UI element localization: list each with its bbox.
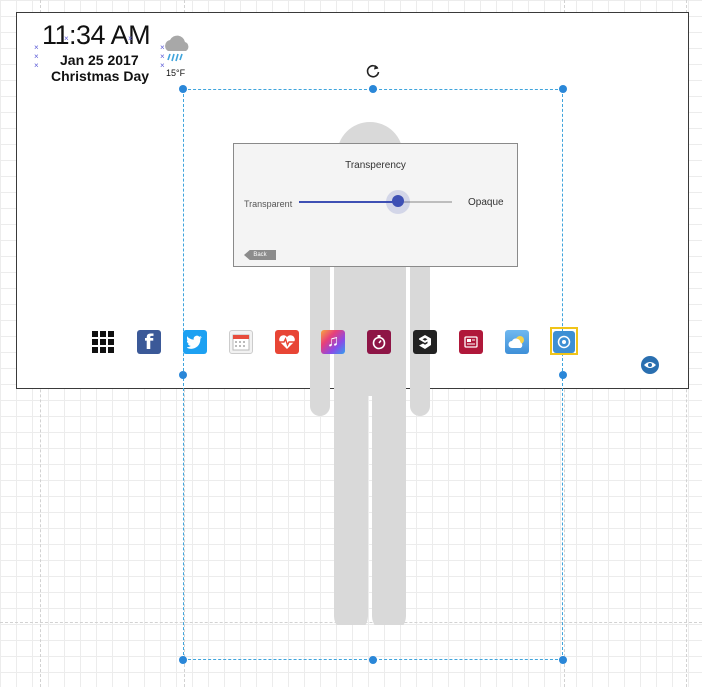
grid-icon — [92, 331, 114, 353]
gear-icon — [553, 331, 575, 353]
resize-handle-top-right[interactable] — [559, 85, 567, 93]
twitter-icon — [183, 330, 207, 354]
resize-handle-right[interactable] — [559, 371, 567, 379]
facebook-icon: f — [137, 330, 161, 354]
clock-date: Jan 25 2017 — [60, 52, 139, 68]
app-health[interactable] — [274, 329, 300, 355]
app-calendar[interactable] — [228, 329, 254, 355]
back-button[interactable]: Back — [244, 250, 276, 260]
slider-max-label: Opaque — [468, 197, 504, 208]
slider-fill — [299, 201, 399, 203]
news-icon — [459, 330, 483, 354]
widget-handle-icon[interactable]: × — [128, 34, 133, 43]
transparency-slider[interactable] — [299, 190, 452, 214]
app-facebook[interactable]: f — [136, 329, 162, 355]
holiday-label: Christmas Day — [51, 68, 150, 84]
eye-icon — [644, 362, 656, 368]
slider-thumb-knob[interactable] — [392, 195, 405, 207]
app-grid[interactable] — [90, 329, 116, 355]
transparency-dialog: Transperency Transparent Opaque Back — [233, 143, 518, 267]
resize-handle-bottom[interactable] — [369, 656, 377, 664]
resize-handle-top-left[interactable] — [179, 85, 187, 93]
widget-handle-icon[interactable]: × — [34, 52, 39, 61]
widget-handle-icon[interactable]: × — [160, 61, 165, 70]
app-weather[interactable] — [504, 329, 530, 355]
resize-handle-bottom-right[interactable] — [559, 656, 567, 664]
heart-pulse-icon — [275, 330, 299, 354]
widget-handle-icon[interactable]: × — [64, 34, 69, 43]
app-9gag[interactable] — [412, 329, 438, 355]
resize-handle-left[interactable] — [179, 371, 187, 379]
resize-handle-bottom-left[interactable] — [179, 656, 187, 664]
widget-handle-icon[interactable]: × — [34, 43, 39, 52]
temperature: 15°F — [166, 68, 186, 78]
app-timer[interactable] — [366, 329, 392, 355]
widget-handle-icon[interactable]: × — [34, 61, 39, 70]
app-news[interactable] — [458, 329, 484, 355]
app-music[interactable]: ♫ — [320, 329, 346, 355]
dialog-title: Transperency — [345, 160, 406, 171]
slider-min-label: Transparent — [244, 199, 293, 209]
visibility-toggle[interactable] — [641, 356, 659, 374]
app-twitter[interactable] — [182, 329, 208, 355]
widget-handle-icon[interactable]: × — [160, 52, 165, 61]
rain-cloud-icon[interactable] — [160, 35, 192, 70]
rotate-icon[interactable] — [365, 63, 381, 84]
app-settings[interactable] — [551, 329, 577, 355]
resize-handle-top[interactable] — [369, 85, 377, 93]
widget-handle-icon[interactable]: × — [160, 43, 165, 52]
music-note-icon: ♫ — [321, 330, 345, 354]
clock-time[interactable]: 11:34 AM — [42, 20, 151, 50]
stopwatch-icon — [367, 330, 391, 354]
weather-icon — [505, 330, 529, 354]
app-selected-highlight — [550, 327, 578, 355]
slider-thumb[interactable] — [386, 190, 411, 214]
nine-icon — [413, 330, 437, 354]
calendar-icon — [229, 330, 253, 354]
